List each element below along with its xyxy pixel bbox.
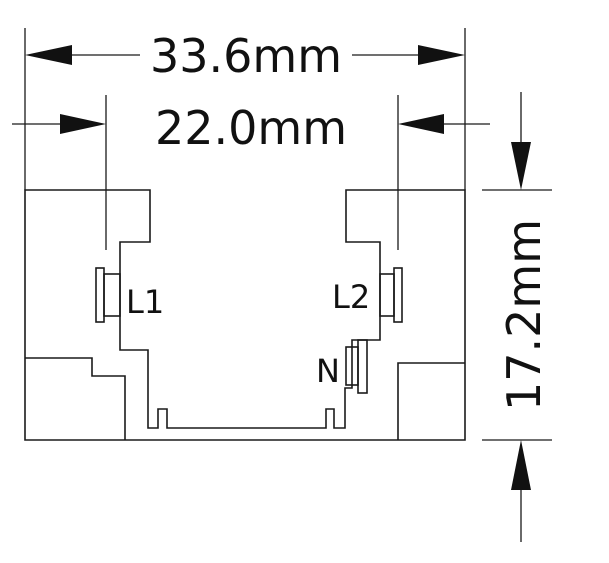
contact-plate-n <box>357 339 368 394</box>
inner-width-label: 22.0mm <box>155 101 347 155</box>
arrowhead-bottom <box>511 440 531 490</box>
label-n: N <box>316 352 340 390</box>
arrowhead-right <box>418 45 465 65</box>
arrowhead-right <box>398 114 444 134</box>
profile-outline <box>24 189 466 441</box>
contact-plate-l1 <box>95 267 105 323</box>
contact-clip-l1 <box>103 273 121 317</box>
terminal-l1: L1 <box>95 267 164 323</box>
extension-lines <box>24 28 552 441</box>
label-l1: L1 <box>126 283 164 321</box>
arrowhead-top <box>511 142 531 190</box>
terminal-n: N <box>316 339 368 394</box>
label-l2: L2 <box>332 278 370 316</box>
arrowhead-left <box>60 114 106 134</box>
contact-clip-n <box>345 346 359 386</box>
overall-width-dimension: 33.6mm <box>25 29 465 83</box>
height-dimension: 17.2mm <box>497 92 551 542</box>
inner-width-dimension: 22.0mm <box>12 101 490 155</box>
arrowhead-left <box>25 45 72 65</box>
profile-body <box>24 189 466 441</box>
lower-left-block <box>25 357 126 440</box>
contact-plate-l2 <box>393 267 403 323</box>
lower-right-block <box>397 362 465 440</box>
terminal-l2: L2 <box>332 267 403 323</box>
contact-clip-l2 <box>379 273 395 317</box>
overall-width-label: 33.6mm <box>150 29 342 83</box>
height-label: 17.2mm <box>497 219 551 411</box>
